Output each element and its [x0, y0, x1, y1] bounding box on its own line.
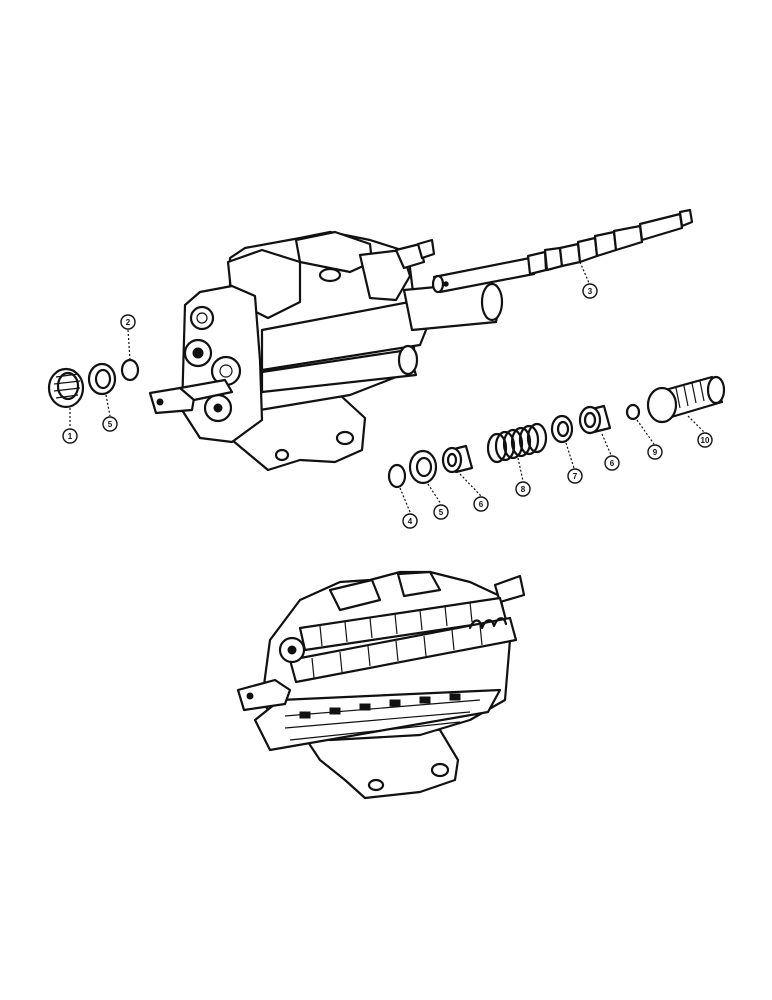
- callout-circle: [604, 455, 620, 471]
- seat-part-6-right: [578, 404, 612, 435]
- callout-c6a: 6: [473, 496, 489, 512]
- cap-part-10: [646, 375, 726, 424]
- valve-body-upper: [148, 230, 504, 472]
- callout-label: 5: [108, 420, 113, 429]
- callout-label: 10: [701, 436, 710, 445]
- callout-c8: 8: [515, 481, 531, 497]
- callout-label: 5: [439, 508, 444, 517]
- callout-circle: [402, 513, 418, 529]
- callout-c5b: 5: [433, 504, 449, 520]
- callout-circle: [62, 428, 78, 444]
- ring-part-9: [625, 403, 641, 421]
- callout-label: 6: [610, 459, 615, 468]
- callout-label: 6: [479, 500, 484, 509]
- valve-spool-part: [431, 208, 694, 294]
- callout-circle: [567, 468, 583, 484]
- callout-label: 9: [653, 448, 658, 457]
- callout-circle: [473, 496, 489, 512]
- callout-label: 4: [408, 517, 413, 526]
- plug-part-1: [47, 367, 85, 409]
- washer-part-5-left: [87, 362, 117, 396]
- callout-c2: 2: [120, 314, 136, 330]
- washer-part-7: [550, 414, 574, 444]
- callout-circle: [697, 432, 713, 448]
- spring-part-8: [486, 422, 548, 464]
- callout-c10: 10: [697, 432, 713, 448]
- callout-c7: 7: [567, 468, 583, 484]
- callout-circle: [515, 481, 531, 497]
- ring-part-4: [387, 463, 407, 489]
- washer-part-5-right: [408, 449, 438, 485]
- callout-c9: 9: [647, 444, 663, 460]
- callout-c4: 4: [402, 513, 418, 529]
- ring-part-2: [120, 358, 140, 382]
- callout-circle: [647, 444, 663, 460]
- callout-circle: [120, 314, 136, 330]
- callout-c6b: 6: [604, 455, 620, 471]
- callout-circle: [582, 283, 598, 299]
- callout-label: 2: [126, 318, 131, 327]
- callout-circle: [433, 504, 449, 520]
- valve-body-cutaway: [236, 570, 526, 800]
- callouts: 1 2 3 4 5 5 6 6 7 8 9 10: [62, 283, 713, 529]
- callout-label: 3: [588, 287, 593, 296]
- callout-c3: 3: [582, 283, 598, 299]
- callout-label: 8: [521, 485, 526, 494]
- callout-circle: [102, 416, 118, 432]
- callout-label: 7: [573, 472, 578, 481]
- leader-lines: [69, 261, 705, 513]
- callout-c5a: 5: [102, 416, 118, 432]
- seat-part-6-left: [441, 444, 474, 474]
- callout-c1: 1: [62, 428, 78, 444]
- callout-label: 1: [68, 432, 73, 441]
